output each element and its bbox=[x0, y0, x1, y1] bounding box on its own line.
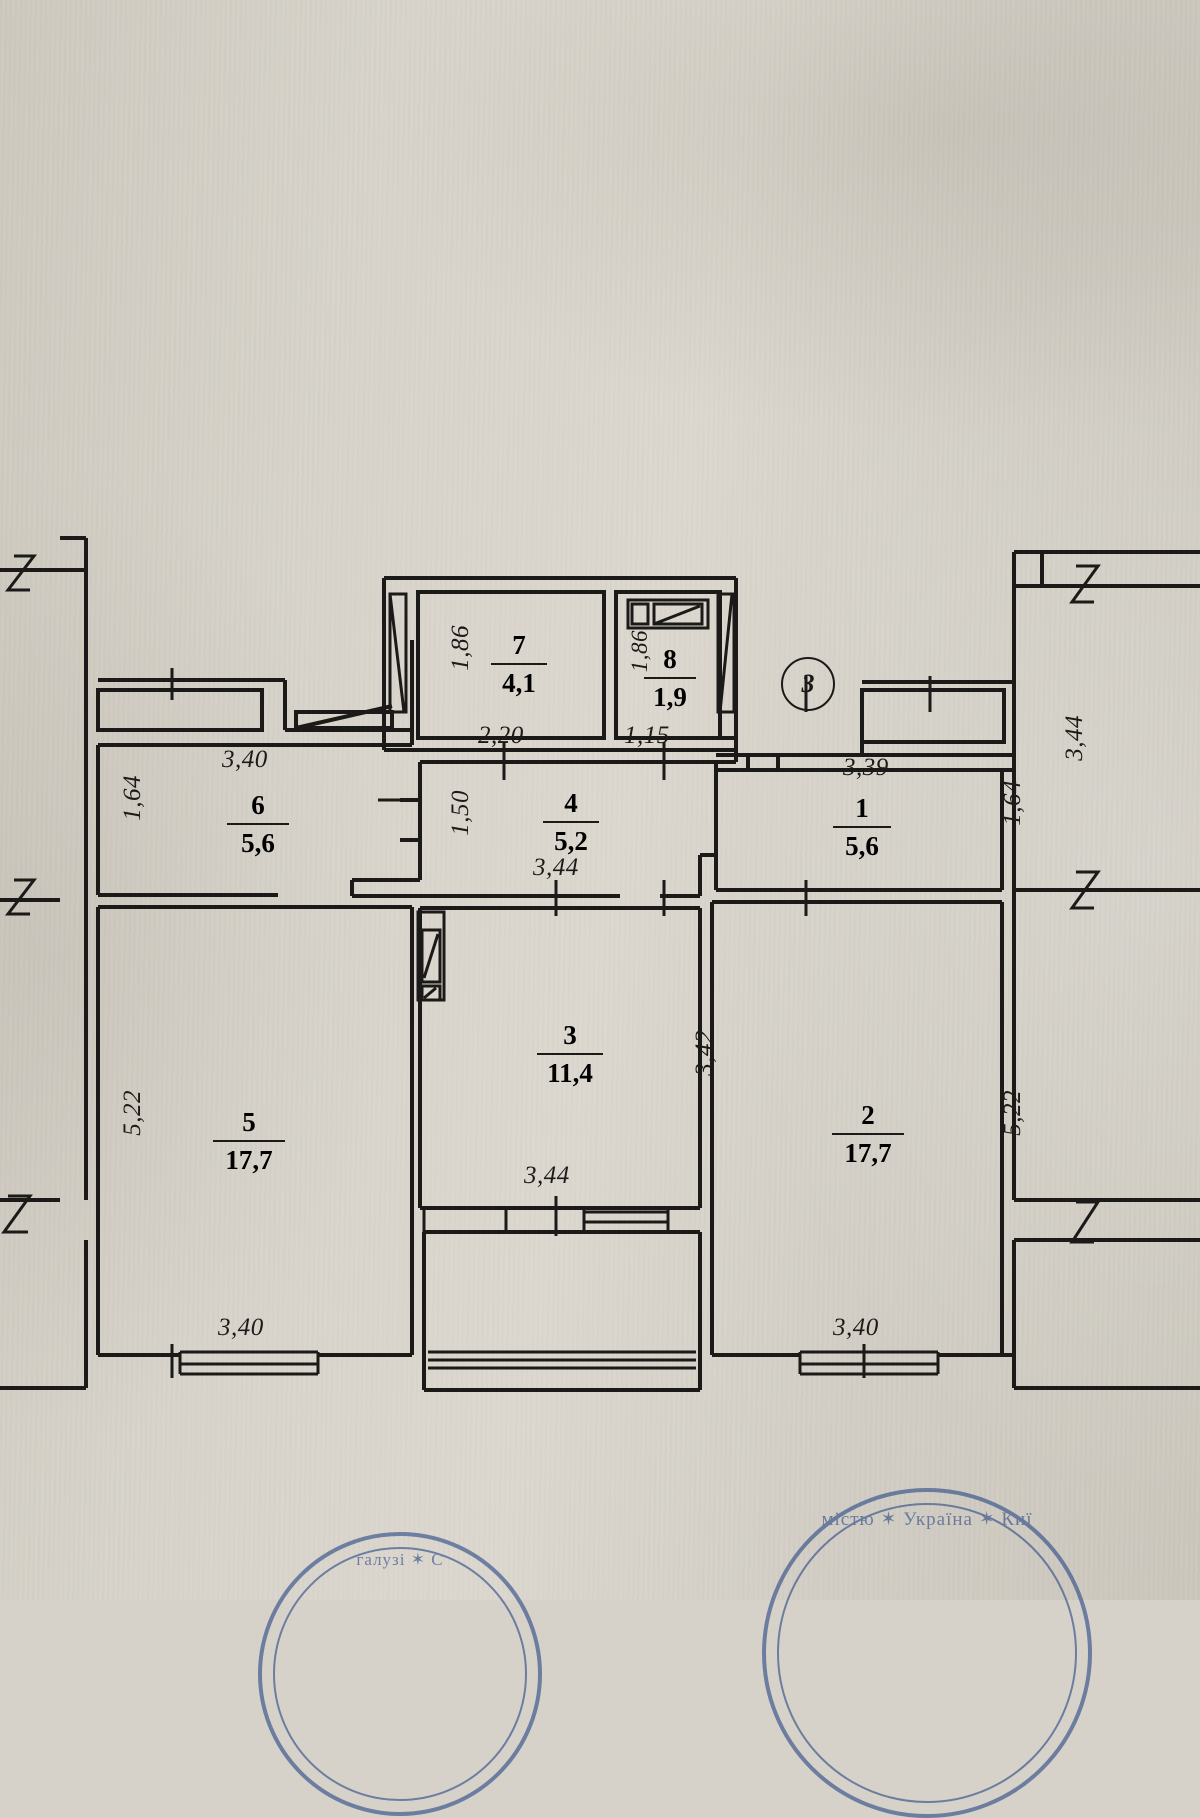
dim-room8-width: 1,15 bbox=[624, 722, 670, 749]
room-5-area: 17,7 bbox=[225, 1145, 273, 1175]
window-room5 bbox=[178, 1350, 320, 1376]
room-4-rule bbox=[543, 821, 599, 823]
stamp-left-inner-ring bbox=[273, 1547, 527, 1801]
dim-room7-width: 2,20 bbox=[478, 722, 524, 749]
room-3-number: 3 bbox=[563, 1020, 577, 1050]
room-8-label: 8 1,9 bbox=[632, 644, 708, 713]
door-swing-core-left bbox=[388, 592, 408, 714]
dim-room6-height: 1,64 bbox=[119, 775, 146, 821]
door-swing-core-right bbox=[716, 592, 736, 714]
entrance-marker-label: 3 bbox=[801, 669, 815, 698]
stamp-right: містю ✶ Україна ✶ Киї bbox=[762, 1488, 1092, 1818]
dim-room4-width: 3,44 bbox=[533, 854, 579, 881]
room-2-rule bbox=[832, 1133, 904, 1135]
dim-room1-height: 1,64 bbox=[999, 780, 1026, 826]
balcony-door bbox=[422, 1210, 670, 1232]
room-4-area: 5,2 bbox=[554, 826, 588, 856]
dim-room2-height: 5,22 bbox=[999, 1090, 1026, 1136]
room-2-area: 17,7 bbox=[844, 1138, 892, 1168]
room-6-area: 5,6 bbox=[241, 828, 275, 858]
room-4-number: 4 bbox=[564, 788, 578, 818]
wall-outlines bbox=[0, 536, 1200, 1392]
room-2-number: 2 bbox=[861, 1100, 875, 1130]
room-8-number: 8 bbox=[663, 644, 677, 674]
dim-room7-height: 1,86 bbox=[447, 625, 474, 671]
dim-room1-width: 3,39 bbox=[843, 754, 889, 781]
room-1-area: 5,6 bbox=[845, 831, 879, 861]
room-5-rule bbox=[213, 1140, 285, 1142]
room-8-rule bbox=[644, 677, 696, 679]
break-mark-left-top bbox=[4, 554, 38, 592]
room-6-number: 6 bbox=[251, 790, 265, 820]
floor-plan-drawing bbox=[0, 536, 1200, 1392]
dim-right-outer-height: 3,44 bbox=[1061, 715, 1088, 761]
closet-left-niche bbox=[96, 688, 264, 732]
room-2-label: 2 17,7 bbox=[813, 1100, 923, 1169]
entry-door-swing bbox=[295, 704, 393, 730]
break-mark-right-mid bbox=[1069, 870, 1101, 910]
room-5-number: 5 bbox=[242, 1107, 256, 1137]
room-1-rule bbox=[833, 826, 891, 828]
room-8-area: 1,9 bbox=[653, 682, 687, 712]
dim-room5-width: 3,40 bbox=[218, 1314, 264, 1341]
bathroom-fixture-room8 bbox=[626, 598, 710, 630]
room-7-area: 4,1 bbox=[502, 668, 536, 698]
room-3-label: 3 11,4 bbox=[520, 1020, 620, 1089]
bath-fixture-room3 bbox=[416, 910, 446, 1002]
room-3-area: 11,4 bbox=[547, 1058, 593, 1088]
dim-room3-height: 3,42 bbox=[691, 1030, 718, 1076]
room-5-label: 5 17,7 bbox=[194, 1107, 304, 1176]
dim-room6-width: 3,40 bbox=[222, 746, 268, 773]
dim-room3-width: 3,44 bbox=[524, 1162, 570, 1189]
room-6-label: 6 5,6 bbox=[208, 790, 308, 859]
room-7-number: 7 bbox=[512, 630, 526, 660]
balcony-glazing bbox=[428, 1350, 696, 1370]
closet-right-niche bbox=[860, 688, 1006, 744]
stamp-left: галузі ✶ С bbox=[258, 1532, 542, 1816]
dim-room5-height: 5,22 bbox=[119, 1090, 146, 1136]
room-6-rule bbox=[227, 823, 289, 825]
stamp-left-text: галузі ✶ С bbox=[356, 1550, 444, 1569]
room-7-label: 7 4,1 bbox=[478, 630, 560, 699]
break-mark-left-mid bbox=[4, 878, 38, 916]
room-1-label: 1 5,6 bbox=[816, 793, 908, 862]
room-4-label: 4 5,2 bbox=[528, 788, 614, 857]
break-mark-right-top bbox=[1069, 564, 1101, 604]
dimension-ticks bbox=[110, 668, 932, 1378]
dim-room2-width: 3,40 bbox=[833, 1314, 879, 1341]
window-room2 bbox=[798, 1350, 940, 1376]
room-1-number: 1 bbox=[855, 793, 869, 823]
entrance-marker-3: 3 bbox=[781, 657, 835, 711]
break-mark-right-bottom bbox=[1069, 1200, 1101, 1244]
floor-plan-svg bbox=[0, 536, 1200, 1392]
break-mark-left-bottom bbox=[1, 1194, 33, 1234]
room-7-rule bbox=[491, 663, 547, 665]
dim-room4-height: 1,50 bbox=[447, 790, 474, 836]
stamp-right-inner-ring bbox=[777, 1503, 1077, 1803]
stamp-right-text: містю ✶ Україна ✶ Киї bbox=[821, 1509, 1033, 1530]
room-3-rule bbox=[537, 1053, 603, 1055]
